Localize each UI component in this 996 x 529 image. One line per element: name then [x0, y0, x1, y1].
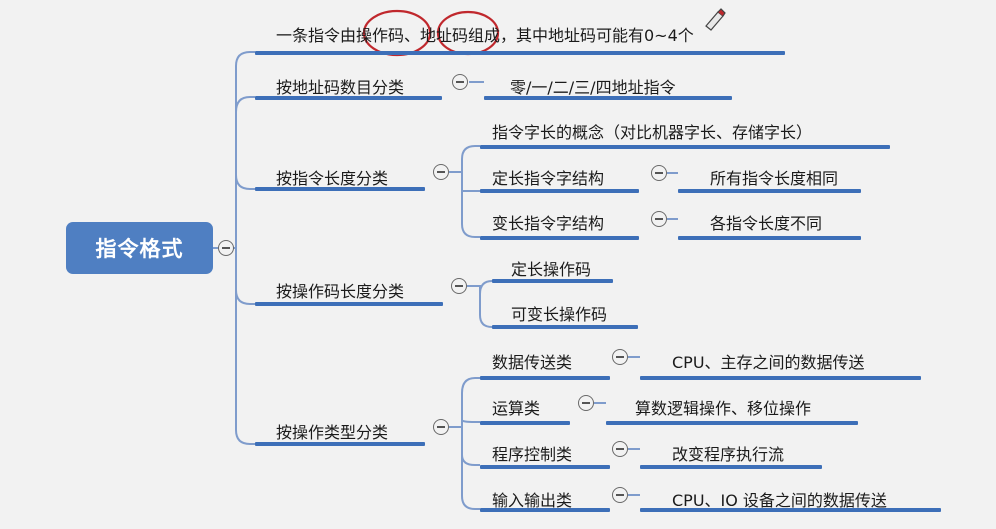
program-control-underline	[480, 465, 610, 469]
fixed-length-structure-underline	[480, 189, 639, 193]
data-transfer-detail-label: CPU、主存之间的数据传送	[672, 353, 865, 372]
variable-length-detail-label: 各指令长度不同	[710, 214, 823, 233]
word-length-concept-label: 指令字长的概念（对比机器字长、存储字长）	[492, 123, 813, 142]
arithmetic-underline	[480, 421, 570, 425]
collapse-instruction-length-icon[interactable]	[433, 164, 449, 180]
word-length-concept-underline	[480, 145, 890, 149]
branch-composition-label: 一条指令由操作码、地址码组成，其中地址码可能有0~4个	[276, 26, 694, 45]
program-control-label: 程序控制类	[492, 445, 573, 464]
io-label: 输入输出类	[492, 491, 573, 510]
arithmetic-detail-underline	[606, 421, 858, 425]
collapse-program-control-icon[interactable]	[612, 441, 628, 457]
variable-length-structure-label: 变长指令字结构	[492, 214, 605, 233]
pen-cursor-icon	[705, 11, 724, 31]
collapse-fixed-length-icon[interactable]	[651, 165, 667, 181]
variable-length-structure-underline	[480, 236, 639, 240]
arithmetic-label: 运算类	[492, 399, 541, 418]
collapse-io-icon[interactable]	[612, 487, 628, 503]
branch-operation-type-label: 按操作类型分类	[276, 423, 389, 442]
io-detail-underline	[640, 508, 941, 512]
branch-composition-underline	[255, 51, 785, 55]
branch-opcode-length-underline	[255, 302, 443, 306]
address-types-label: 零/一/二/三/四地址指令	[510, 78, 676, 97]
variable-opcode-label: 可变长操作码	[511, 305, 608, 324]
branch-instruction-length-underline	[255, 187, 425, 191]
fixed-opcode-label: 定长操作码	[511, 260, 592, 279]
annotation-circle-opcode	[362, 9, 432, 57]
fixed-length-structure-label: 定长指令字结构	[492, 169, 605, 188]
fixed-opcode-underline	[492, 279, 613, 283]
collapse-arithmetic-icon[interactable]	[578, 395, 594, 411]
fixed-length-detail-underline	[678, 189, 861, 193]
branch-address-count-label: 按地址码数目分类	[276, 78, 405, 97]
arithmetic-detail-label: 算数逻辑操作、移位操作	[635, 399, 812, 418]
variable-opcode-underline	[492, 325, 638, 329]
collapse-opcode-length-icon[interactable]	[451, 278, 467, 294]
collapse-root-icon[interactable]	[218, 240, 234, 256]
branch-address-count-underline	[255, 96, 442, 100]
data-transfer-label: 数据传送类	[492, 353, 573, 372]
branch-opcode-length-label: 按操作码长度分类	[276, 282, 405, 301]
program-control-detail-underline	[640, 465, 822, 469]
data-transfer-underline	[480, 376, 610, 380]
collapse-data-transfer-icon[interactable]	[612, 349, 628, 365]
collapse-operation-type-icon[interactable]	[433, 419, 449, 435]
variable-length-detail-underline	[678, 236, 861, 240]
program-control-detail-label: 改变程序执行流	[672, 445, 785, 464]
fixed-length-detail-label: 所有指令长度相同	[710, 169, 839, 188]
address-types-underline	[484, 96, 732, 100]
branch-operation-type-underline	[255, 442, 425, 446]
root-node[interactable]: 指令格式	[66, 222, 213, 274]
collapse-address-count-icon[interactable]	[452, 74, 468, 90]
data-transfer-detail-underline	[640, 376, 921, 380]
io-underline	[480, 508, 610, 512]
io-detail-label: CPU、IO 设备之间的数据传送	[672, 491, 887, 510]
branch-instruction-length-label: 按指令长度分类	[276, 169, 389, 188]
collapse-variable-length-icon[interactable]	[651, 211, 667, 227]
